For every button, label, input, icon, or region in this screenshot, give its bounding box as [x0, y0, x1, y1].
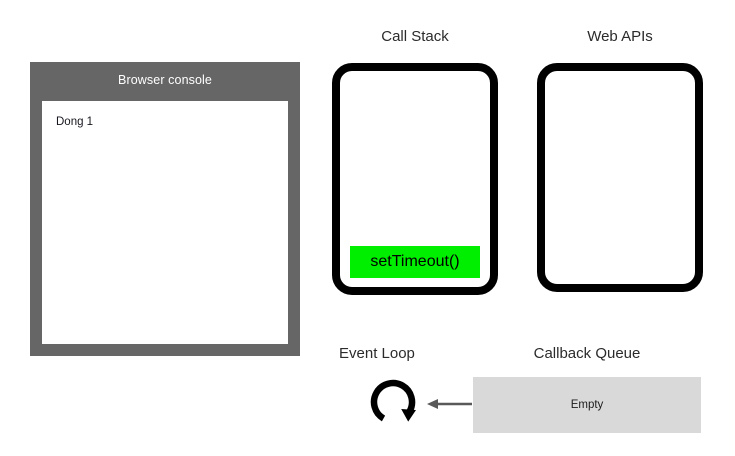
browser-console-output: Dong 1 — [42, 101, 288, 344]
callback-queue-status: Empty — [570, 399, 604, 411]
callback-queue-box: Empty — [473, 377, 701, 433]
call-stack-frame-settimeout: setTimeout() — [350, 246, 480, 278]
web-apis-box — [537, 63, 703, 292]
call-stack-title: Call Stack — [381, 28, 449, 45]
event-loop-title: Event Loop — [339, 345, 415, 362]
browser-console-panel: Browser console Dong 1 — [30, 62, 300, 356]
arrow-left-icon — [427, 399, 472, 409]
web-apis-title: Web APIs — [587, 28, 653, 45]
browser-console-title: Browser console — [118, 73, 212, 87]
callback-queue-title: Callback Queue — [533, 345, 641, 362]
console-log-line: Dong 1 — [56, 116, 94, 128]
call-stack-box: setTimeout() — [332, 63, 498, 295]
circular-arrow-icon — [370, 379, 416, 422]
